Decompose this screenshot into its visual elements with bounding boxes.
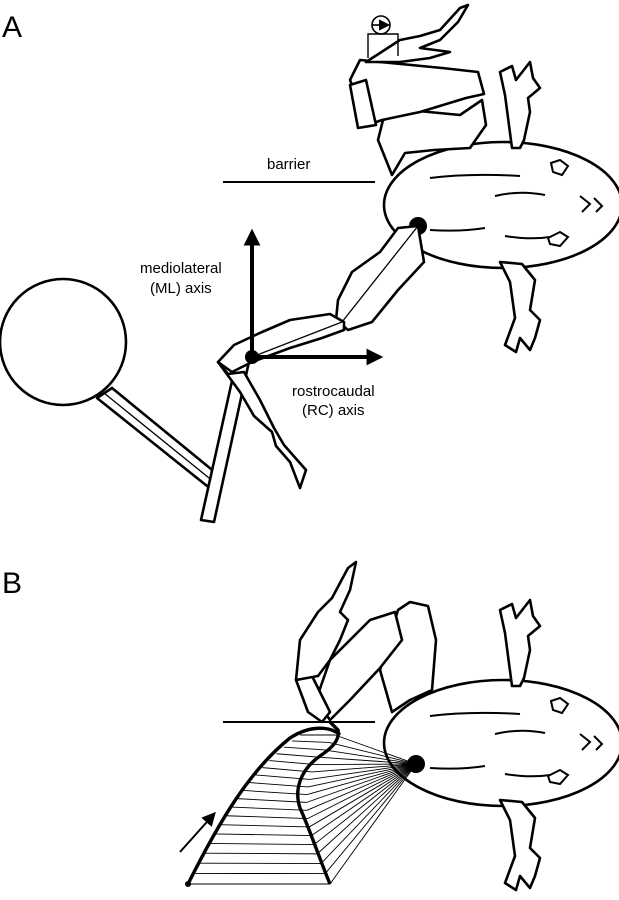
apparatus-disc (0, 277, 128, 407)
stick-segment (269, 760, 316, 766)
wiping-foot (216, 360, 308, 490)
panel-a-letter: A (2, 11, 22, 44)
stick-segment (306, 763, 417, 803)
ml-axis-label-line1: mediolateral (140, 260, 222, 277)
stick-segment (312, 763, 417, 773)
stick-segment (307, 763, 417, 819)
stick-segment (220, 824, 310, 828)
forelimb-lower (498, 260, 542, 354)
shank-axis-line (251, 321, 343, 358)
electrode-symbol (367, 15, 399, 58)
knee-path (296, 720, 340, 885)
frog-body-markings-b (429, 696, 604, 786)
hindlimb-foot-b (294, 560, 358, 682)
stick-segment (320, 763, 417, 864)
stick-segment (284, 746, 324, 751)
trajectory-start-dot (185, 881, 191, 887)
limb-trajectory (185, 720, 417, 887)
stick-segment (307, 763, 417, 788)
forelimb-upper (498, 60, 542, 150)
frog-body-markings (429, 158, 604, 248)
hindlimb-upper-foot (364, 3, 470, 64)
frog-body-b (382, 678, 619, 808)
stick-segment (214, 833, 312, 837)
stick-segment (203, 852, 318, 855)
stick-segment (309, 763, 417, 780)
ankle-path (186, 726, 342, 885)
stick-segment (313, 763, 417, 845)
apparatus-rod-line (103, 392, 215, 483)
hindlimb-upper-shank (348, 58, 486, 127)
stick-segment (328, 742, 417, 765)
stick-segment (329, 763, 417, 885)
ml-axis-label-line2: (ML) axis (150, 280, 212, 297)
stick-segment (311, 763, 417, 836)
forelimb-upper-b (498, 598, 542, 688)
stick-segment (316, 763, 417, 855)
stick-segment (334, 734, 417, 765)
panel-b: B (2, 560, 619, 892)
movement-direction-arrow (179, 811, 216, 853)
stick-segment (318, 756, 417, 765)
panel-a: A barrier (0, 3, 619, 524)
stick-segment (315, 763, 417, 766)
thigh-axis-line (341, 225, 419, 323)
axes-origin-dot (245, 350, 259, 364)
barrier-label: barrier (267, 156, 310, 173)
wiping-shank (216, 312, 346, 374)
rc-axis-label-line2: (RC) axis (302, 402, 365, 419)
stick-segment (225, 815, 308, 819)
stick-segment (291, 740, 329, 743)
wiping-thigh (334, 224, 426, 332)
rc-axis-label-line1: rostrocaudal (292, 383, 375, 400)
stick-segment (323, 749, 417, 765)
stick-segment (276, 753, 320, 758)
stick-figure-lines (188, 734, 417, 885)
forelimb-lower-b (498, 798, 542, 892)
panel-b-letter: B (2, 567, 22, 600)
stick-segment (324, 763, 417, 874)
stick-segment (237, 798, 307, 803)
stick-segment (309, 763, 417, 828)
stick-segment (306, 763, 417, 796)
hindlimb-upper-thigh (376, 98, 488, 177)
hindlimb-upper-ankle (348, 78, 378, 130)
stick-segment (231, 806, 307, 811)
stick-segment (209, 842, 315, 846)
stick-segment (306, 763, 417, 811)
